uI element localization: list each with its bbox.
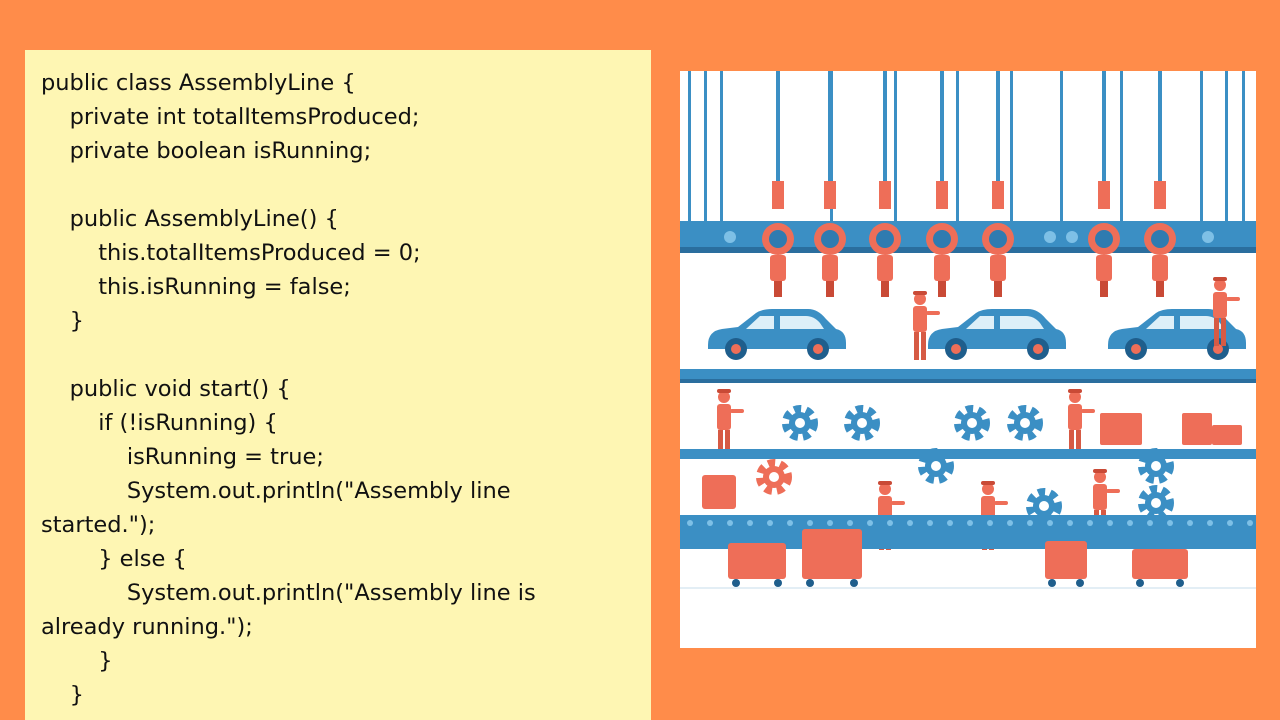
code-line: this.totalItemsProduced = 0;: [41, 240, 421, 266]
second-rail: [680, 449, 1256, 459]
code-line: started.");: [41, 512, 156, 538]
boxes: [1100, 413, 1242, 445]
code-line: }: [41, 682, 84, 708]
code-line: } else {: [41, 546, 187, 572]
code-line: already running.");: [41, 614, 253, 640]
code-line: private boolean isRunning;: [41, 138, 372, 164]
code-line: System.out.println("Assembly line is: [41, 580, 536, 606]
code-line: [41, 338, 651, 372]
code-line: this.isRunning = false;: [41, 274, 351, 300]
code-line: if (!isRunning) {: [41, 410, 278, 436]
cars: [708, 309, 1246, 360]
code-panel: public class AssemblyLine { private int …: [25, 50, 651, 720]
code-line: System.out.println("Assembly line: [41, 478, 511, 504]
code-line: private int totalItemsProduced;: [41, 104, 420, 130]
code-line: public class AssemblyLine {: [41, 70, 356, 96]
code-line: public void start() {: [41, 376, 291, 402]
code-line: isRunning = true;: [41, 444, 324, 470]
code-line: [41, 168, 651, 202]
assembly-line-illustration: [680, 71, 1256, 648]
code-line: }: [41, 648, 113, 674]
code-line: }: [41, 308, 84, 334]
carts: [702, 475, 1188, 579]
middle-rail: [680, 369, 1256, 381]
nozzles: [762, 71, 1176, 297]
code-line: public AssemblyLine() {: [41, 206, 339, 232]
